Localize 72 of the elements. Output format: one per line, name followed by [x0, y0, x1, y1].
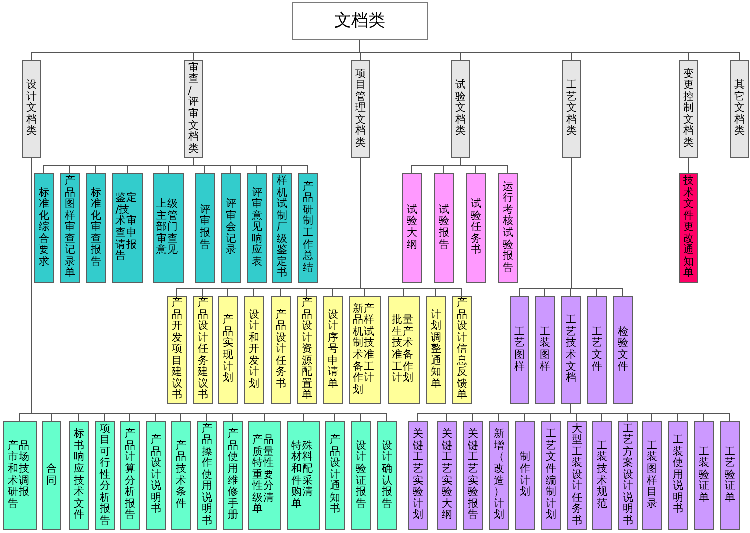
document-box: 产品研制工作总结 [298, 173, 318, 283]
connector-line [688, 158, 689, 174]
document-box: 新增（改造）计划 [489, 421, 509, 530]
document-box: 产品图样审查记录单 [60, 173, 80, 283]
document-box: 项目可行性分析报告 [95, 421, 115, 530]
document-box: 特殊材料和配件采购清单 [287, 421, 320, 530]
document-box: 评审报告 [195, 173, 215, 283]
document-box: 样机试制厂级鉴定书 [272, 173, 292, 283]
document-box: 关键工艺实验计划 [408, 421, 428, 530]
document-box: 试验任务书 [466, 173, 486, 283]
document-box: 关键工艺实验大纲 [437, 421, 457, 530]
document-box: 鉴定/技术审查申请报告 [112, 173, 143, 283]
category-box: 项目管理文档类 [351, 60, 370, 158]
document-box: 工装使用说明书 [668, 421, 688, 530]
document-box: 产品设计通知书 [325, 421, 345, 530]
category-box: 其它文档类 [730, 60, 749, 158]
document-box: 产品计算分析报告 [120, 421, 140, 530]
document-box: 评审会记录 [221, 173, 241, 283]
document-box: 标准化审查报告 [86, 173, 106, 283]
category-box: 审查/评审文档类 [184, 60, 203, 158]
category-box: 工艺文档类 [562, 60, 581, 158]
root-box: 文档类 [292, 2, 428, 40]
document-box: 产品质量特性重要性分级清单 [248, 421, 281, 530]
connector-line [360, 158, 462, 296]
document-box: 运行考核试验报告 [498, 173, 518, 283]
document-box: 产品市场和技术调研报告 [3, 421, 37, 530]
document-box: 批量生产技术准备工作计划 [388, 296, 420, 404]
document-box: 工装图样目录 [642, 421, 662, 530]
connector-line [570, 404, 730, 422]
document-box: 产品设计任务书 [271, 296, 291, 404]
document-box: 设计确认报告 [377, 421, 397, 530]
document-box: 工艺方案设计说明书 [618, 421, 638, 530]
document-box: 工艺技术文档 [561, 296, 581, 404]
document-box: 检验文件 [613, 296, 633, 404]
category-box: 设计文档类 [22, 60, 41, 158]
document-box: 工装技术规范 [592, 421, 612, 530]
document-box: 标准化综合要求 [34, 173, 54, 283]
document-box: 工艺文件编制计划 [541, 421, 561, 530]
document-box: 工艺验证单 [720, 421, 740, 530]
document-box: 上级主管部门审查意见 [153, 173, 184, 283]
document-box: 工装图样 [535, 296, 555, 404]
document-box: 产品设计任务建议书 [193, 296, 213, 404]
document-box: 评审意见响应表 [247, 173, 267, 283]
category-box: 试验文档类 [451, 60, 470, 158]
document-box: 工装验证单 [694, 421, 714, 530]
category-box: 变更控制文档类 [679, 60, 698, 158]
document-box: 产品实现计划 [218, 296, 238, 404]
document-box: 新产品样机试制技术准备工作计划 [349, 296, 381, 404]
document-box: 设计验证报告 [351, 421, 371, 530]
document-box: 设计和开发计划 [244, 296, 264, 404]
document-box: 大型工装设计任务书 [567, 421, 587, 530]
document-box: 产品技术条件 [171, 421, 191, 530]
connector-line [571, 158, 624, 296]
document-box: 试验大纲 [402, 173, 422, 283]
connector-line [460, 158, 508, 174]
document-box: 产品设计信息反馈单 [452, 296, 472, 404]
document-box: 工艺文件 [587, 296, 607, 404]
document-box: 设计序号申请单 [323, 296, 343, 404]
document-box: 产品操作使用说明书 [197, 421, 217, 530]
document-box: 工艺图样 [510, 296, 529, 404]
document-box: 试验报告 [434, 173, 454, 283]
document-box: 关键工艺实验报告 [463, 421, 483, 530]
document-box: 计划调整通知单 [426, 296, 446, 404]
document-box: 产品设计说明书 [146, 421, 166, 530]
document-box: 制作计划 [515, 421, 535, 530]
document-box: 产品开发项目建议书 [167, 296, 187, 404]
document-box: 合同 [42, 421, 61, 530]
document-box: 技术文件更改通知单 [679, 173, 698, 283]
document-box: 标书响应技术文件 [69, 421, 89, 530]
document-box: 产品设计资源配置单 [297, 296, 317, 404]
document-box: 产品使用维修手册 [223, 421, 243, 530]
connector-line [193, 158, 308, 174]
